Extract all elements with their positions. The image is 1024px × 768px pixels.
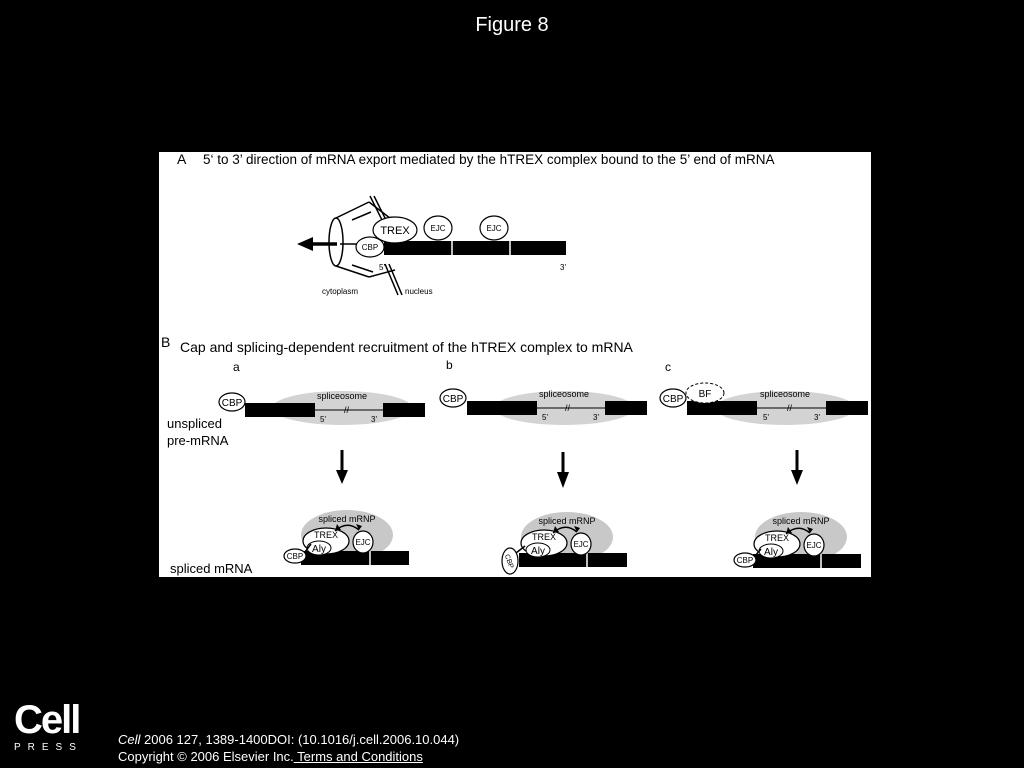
column-c-letter: c <box>665 360 671 374</box>
svg-text:CBP: CBP <box>287 552 303 561</box>
cell-press-logo: Cell PRESS <box>14 700 84 753</box>
spliced-mrna-label: spliced mRNA <box>170 561 253 576</box>
terms-link[interactable]: Terms and Conditions <box>293 749 423 764</box>
svg-text:BF: BF <box>699 389 712 400</box>
svg-text:TREX: TREX <box>765 533 789 543</box>
svg-text:3': 3' <box>593 413 599 422</box>
cbp-label: CBP <box>362 243 378 252</box>
svg-text:spliced mRNP: spliced mRNP <box>318 514 375 524</box>
svg-text:spliced mRNP: spliced mRNP <box>772 516 829 526</box>
cbp-a <box>218 392 246 412</box>
logo-main-text: Cell <box>14 698 81 742</box>
svg-text:EJC: EJC <box>806 541 821 550</box>
cytoplasm-label: cytoplasm <box>322 287 358 296</box>
cbp-b <box>439 388 467 408</box>
cbp-c <box>659 388 687 408</box>
citation-line: Cell 2006 127, 1389-1400DOI: (10.1016/j.… <box>118 731 459 748</box>
svg-text:EJC: EJC <box>573 540 588 549</box>
cbp-shape <box>355 236 385 258</box>
figure-panel: A 5‘ to 3’ direction of mRNA export medi… <box>159 152 871 577</box>
journal-name: Cell <box>118 732 141 747</box>
spliceosome-label-c: spliceosome <box>760 389 810 399</box>
nuclear-pore <box>328 195 403 296</box>
svg-text:5': 5' <box>763 413 769 422</box>
svg-text://: // <box>787 403 793 413</box>
svg-text:spliced mRNP: spliced mRNP <box>538 516 595 526</box>
copyright-text: Copyright © 2006 Elsevier Inc. <box>118 749 294 764</box>
svg-text:CBP: CBP <box>503 554 515 570</box>
ejc-shape-1 <box>423 215 453 241</box>
svg-text:CBP: CBP <box>663 394 684 405</box>
panel-b-letter: B <box>161 334 170 350</box>
down-arrow-a <box>336 470 348 484</box>
svg-text://: // <box>565 403 571 413</box>
column-b: b // spliceosome 5' 3' CBP spliced mRNP … <box>439 358 647 575</box>
panel-a-heading: 5‘ to 3’ direction of mRNA export mediat… <box>203 152 775 167</box>
svg-text:CBP: CBP <box>443 394 464 405</box>
export-arrow <box>297 237 337 251</box>
logo-sub-text: PRESS <box>14 742 83 753</box>
mrna-panel-a <box>384 241 566 255</box>
panel-b-heading: Cap and splicing-dependent recruitment o… <box>180 339 634 355</box>
svg-text:CBP: CBP <box>222 398 243 409</box>
spliceosome-label-a: spliceosome <box>317 391 367 401</box>
svg-text:TREX: TREX <box>532 532 556 542</box>
svg-text:CBP: CBP <box>737 556 753 565</box>
svg-text:3': 3' <box>371 415 377 424</box>
citation-text: 2006 127, 1389-1400DOI: (10.1016/j.cell.… <box>140 732 460 747</box>
column-b-letter: b <box>446 358 453 372</box>
svg-text:Aly: Aly <box>531 546 545 557</box>
ejc-shape-2 <box>479 215 509 241</box>
trex-label: TREX <box>380 225 410 237</box>
column-a-letter: a <box>233 360 240 374</box>
svg-text:5': 5' <box>542 413 548 422</box>
ejc-label-2: EJC <box>486 224 501 233</box>
trex-complex <box>372 216 418 244</box>
spliceosome-label-b: spliceosome <box>539 389 589 399</box>
panel-a-letter: A <box>177 152 187 167</box>
svg-text:Aly: Aly <box>764 547 778 558</box>
svg-text:EJC: EJC <box>355 538 370 547</box>
column-c: c // spliceosome 5' 3' BF CBP spliced mR… <box>659 360 868 568</box>
svg-text:5': 5' <box>320 415 326 424</box>
pre-mrna-label: pre-mRNA <box>167 433 229 448</box>
nucleus-label: nucleus <box>405 287 433 296</box>
svg-text:Aly: Aly <box>312 544 326 555</box>
column-a: a // spliceosome 5' 3' CBP spliced mRNP … <box>218 360 425 565</box>
ejc-label-1: EJC <box>430 224 445 233</box>
svg-text://: // <box>344 405 350 415</box>
bf-shape <box>685 382 725 404</box>
figure-title: Figure 8 <box>475 14 549 36</box>
svg-text:3': 3' <box>814 413 820 422</box>
down-arrow-c <box>791 470 803 485</box>
copyright-line: Copyright © 2006 Elsevier Inc. Terms and… <box>118 748 459 765</box>
unspliced-label: unspliced <box>167 416 222 431</box>
down-arrow-b <box>557 472 569 488</box>
three-prime-label: 3' <box>560 263 566 272</box>
five-prime-label: 5' <box>379 263 385 272</box>
diagram: A 5‘ to 3’ direction of mRNA export medi… <box>161 152 868 576</box>
svg-text:TREX: TREX <box>314 530 338 540</box>
citation-block: Cell 2006 127, 1389-1400DOI: (10.1016/j.… <box>118 731 459 765</box>
